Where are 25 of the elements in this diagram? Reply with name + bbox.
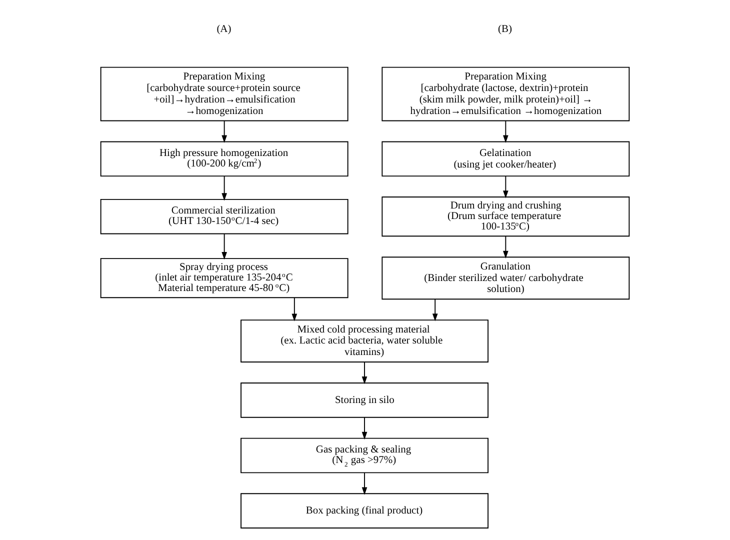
arrow [503, 120, 508, 143]
arrow [432, 298, 438, 322]
node-box: Preparation Mixing [carbohydrate (lactose, dextrin)+protein (skim milk powder, milk protein)+oil] → hydration→emulsification →homogenization [382, 66, 630, 122]
node-box: Gas packing & sealing (N$_{2}$ gas >97%) [240, 438, 488, 474]
label: (A) [216, 24, 232, 35]
arrow [222, 120, 227, 143]
node-box: Storing in silo [240, 382, 488, 418]
node-box: Box packing (final product) [240, 493, 488, 528]
node-box: Mixed cold processing material (ex. Lactic acid bacteria, water soluble vitamins) [240, 320, 488, 363]
node-box: High pressure homogenization (100-200 kg/cm$^{2}$) [100, 141, 348, 177]
arrow [222, 176, 227, 201]
arrow [222, 234, 227, 260]
node-box: Spray drying process (inlet air temperature 135-204$^{o}$C Material temperature 45-80$^{o}$C) [100, 258, 348, 298]
arrow [503, 176, 508, 198]
label: (B) [498, 24, 512, 35]
arrow [292, 297, 298, 322]
node-box: Gelatination (using jet cooker/heater) [382, 141, 630, 177]
node-box: Preparation Mixing [carbohydrate source+protein source +oil]→hydration→emulsification →homogenization [100, 66, 348, 122]
node-box: Granulation (Binder sterilized water/ carbohydrate solution) [382, 256, 630, 300]
arrow [362, 362, 368, 384]
node-box: Commercial sterilization (UHT 130-150$^{o}$C/1-4 sec) [100, 198, 348, 234]
arrow [362, 416, 368, 440]
arrow [362, 472, 368, 495]
arrow [503, 236, 508, 259]
node-box: Drum drying and crushing (Drum surface temperature 100-135$^{o}$C) [382, 196, 630, 237]
